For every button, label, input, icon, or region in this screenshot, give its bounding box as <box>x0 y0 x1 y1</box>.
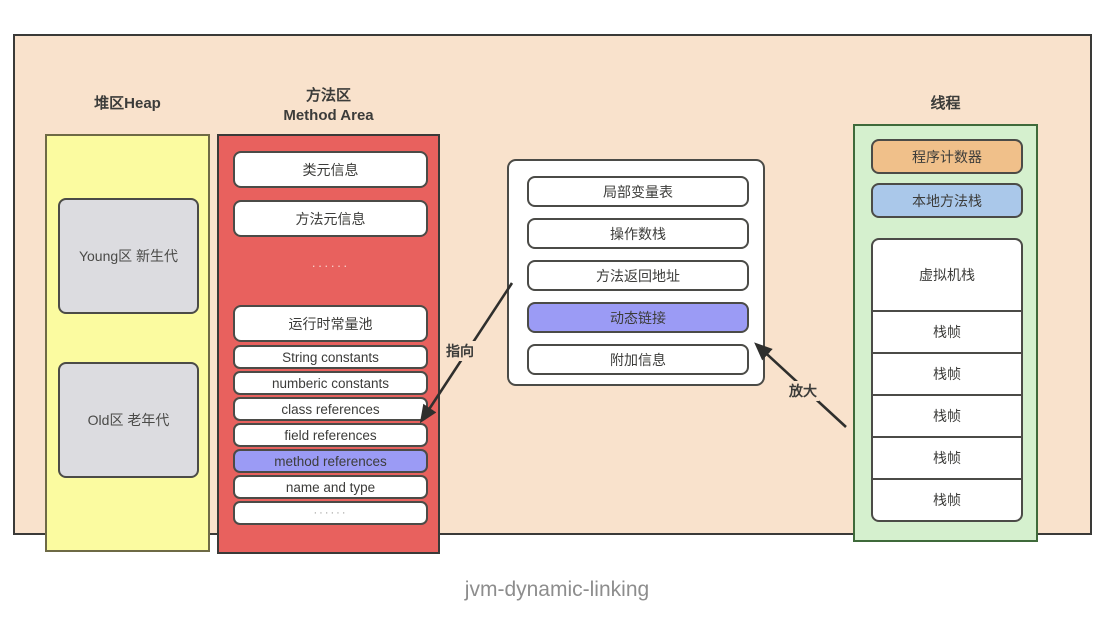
vm-stack-frame: 栈帧 <box>933 492 961 508</box>
young-generation-box: Young区 新生代 <box>58 198 199 314</box>
program-counter-box: 程序计数器 <box>871 139 1023 174</box>
method-area-ellipsis: ······ <box>311 257 350 273</box>
constant-pool-row: method references <box>233 449 428 473</box>
constant-pool-row: String constants <box>233 345 428 369</box>
runtime-constant-pool-box: 运行时常量池 <box>233 305 428 342</box>
stack-frame-item: 附加信息 <box>527 344 749 375</box>
vm-stack-frame: 栈帧 <box>873 354 1021 396</box>
zoom-in-label: 放大 <box>787 381 819 401</box>
heap-title: 堆区Heap <box>94 95 161 112</box>
stack-frame-item: 方法返回地址 <box>527 260 749 291</box>
vm-stack-frame: 栈帧 <box>873 438 1021 480</box>
diagram-frame: 堆区Heap Young区 新生代 Old区 老年代 方法区 Method Ar… <box>13 34 1092 554</box>
figure-caption: jvm-dynamic-linking <box>464 578 650 601</box>
constant-pool-row: ······ <box>233 501 428 525</box>
vm-stack-frame: 栈帧 <box>873 312 1021 354</box>
method-area-panel: 类元信息 方法元信息 ······ 运行时常量池 String constant… <box>217 134 440 554</box>
method-area-title: 方法区 Method Area <box>283 87 374 125</box>
stack-frame-item: 局部变量表 <box>527 176 749 207</box>
thread-title: 线程 <box>930 95 961 112</box>
method-metadata-box: 方法元信息 <box>233 200 428 237</box>
points-to-label: 指向 <box>444 341 476 361</box>
stack-frame-item: 动态链接 <box>527 302 749 333</box>
constant-pool-row: name and type <box>233 475 428 499</box>
vm-stack-label: 虚拟机栈 <box>873 240 1021 312</box>
old-generation-box: Old区 老年代 <box>58 362 199 478</box>
constant-pool-row: numberic constants <box>233 371 428 395</box>
constant-pool-row: field references <box>233 423 428 447</box>
vm-stack-block: 虚拟机栈 栈帧栈帧栈帧栈帧栈帧 <box>871 238 1023 522</box>
thread-panel: 程序计数器 本地方法栈 虚拟机栈 栈帧栈帧栈帧栈帧栈帧 <box>853 124 1038 542</box>
vm-stack-frame: 栈帧 <box>873 396 1021 438</box>
stack-frame-item: 操作数栈 <box>527 218 749 249</box>
class-metadata-box: 类元信息 <box>233 151 428 188</box>
heap-panel: Young区 新生代 Old区 老年代 <box>45 134 210 552</box>
native-method-stack-box: 本地方法栈 <box>871 183 1023 218</box>
constant-pool-row: class references <box>233 397 428 421</box>
stack-frame-detail-box: 局部变量表操作数栈方法返回地址动态链接附加信息 <box>507 159 765 386</box>
